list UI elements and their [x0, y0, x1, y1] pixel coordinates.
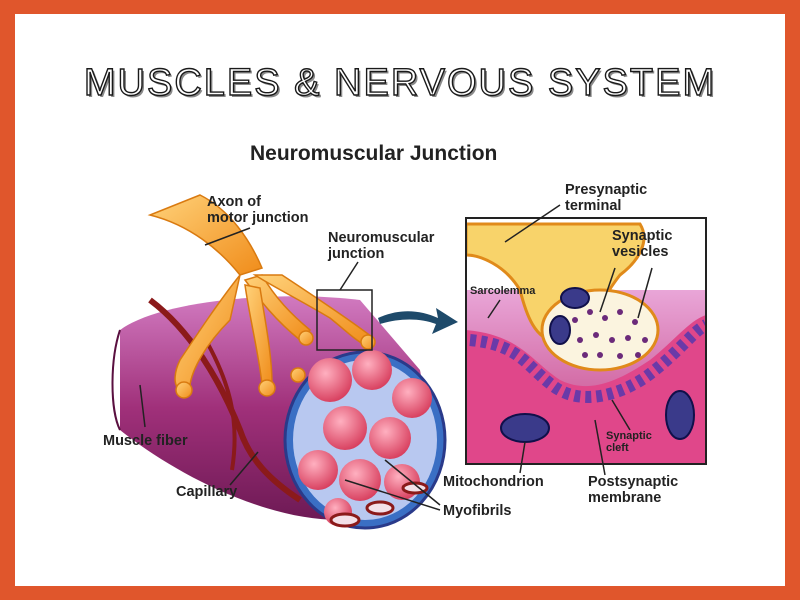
label-presynaptic-terminal: Presynaptic terminal	[565, 182, 647, 214]
zoom-arrow	[378, 308, 458, 334]
label-neuromuscular-junction: Neuromuscular junction	[328, 230, 434, 262]
label-axon: Axon of motor junction	[207, 194, 309, 226]
label-capillary: Capillary	[176, 484, 237, 500]
label-postsynaptic-membrane: Postsynaptic membrane	[588, 474, 678, 506]
label-synaptic-cleft: Synaptic cleft	[606, 430, 652, 454]
label-muscle-fiber: Muscle fiber	[103, 433, 188, 449]
label-mitochondrion: Mitochondrion	[443, 474, 544, 490]
label-myofibrils: Myofibrils	[443, 503, 511, 519]
label-sarcolemma: Sarcolemma	[470, 285, 535, 297]
label-synaptic-vesicles: Synaptic vesicles	[612, 228, 672, 260]
